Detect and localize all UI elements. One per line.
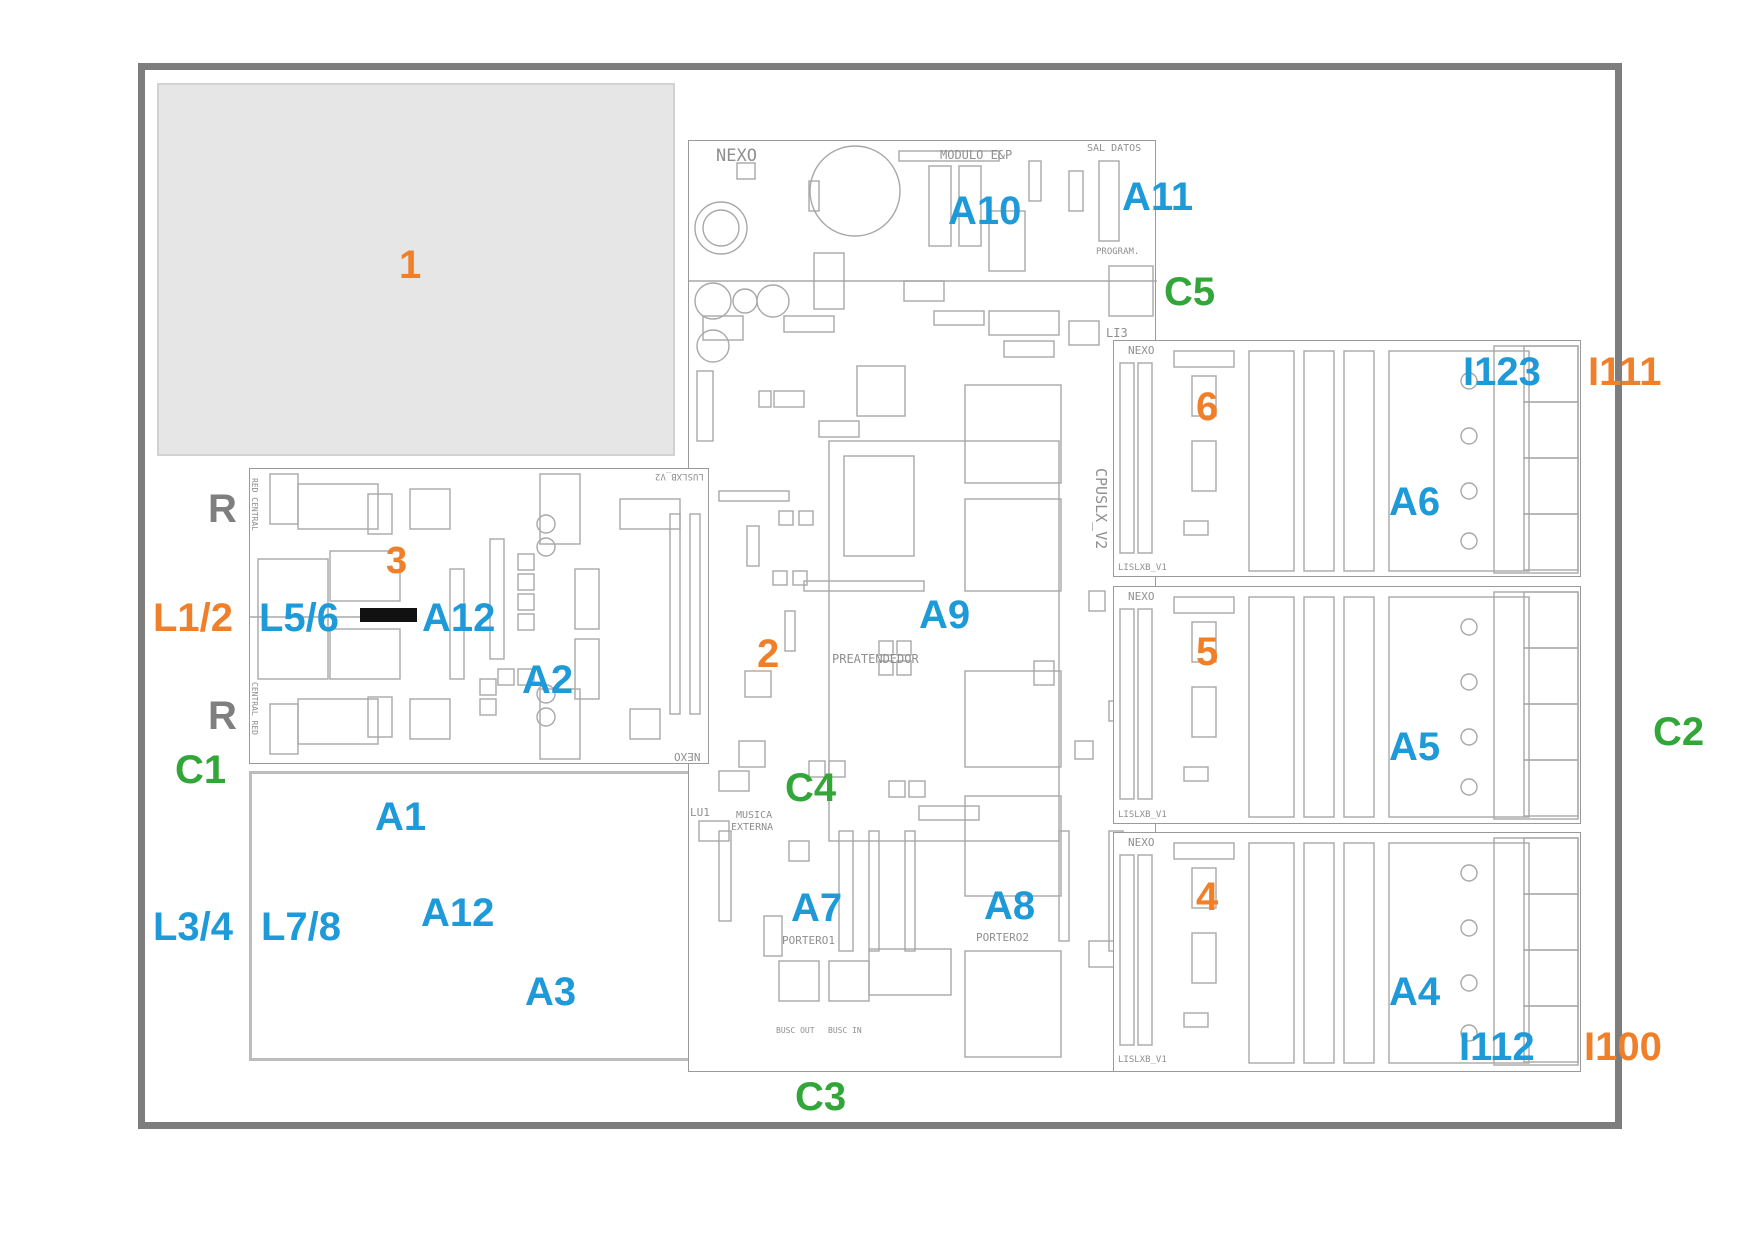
silk-cpu-name: CPUSLX_V2 <box>1092 468 1110 550</box>
silk-lis-board-1: LISLXB_V1 <box>1118 563 1167 573</box>
label-a11: A11 <box>1122 175 1194 219</box>
lis-board-4-traces <box>1119 837 1579 1066</box>
label-a3: A3 <box>525 970 577 1014</box>
cpu-board-traces <box>689 145 1157 1058</box>
silk-left-board-name: LUSLXB_V2 <box>655 471 704 481</box>
label-a12-top: A12 <box>422 596 496 640</box>
module-number-2: 2 <box>757 632 780 676</box>
silk-musica: MUSICA <box>736 810 773 821</box>
label-r-bottom: R <box>208 694 237 738</box>
lis-board-5 <box>1113 586 1581 824</box>
label-a5: A5 <box>1389 725 1441 769</box>
module-number-1: 1 <box>399 243 422 287</box>
silk-lis-nexo-1: NEXO <box>1128 344 1155 357</box>
left-relay-board <box>249 468 709 764</box>
enclosure-frame <box>138 63 1622 1129</box>
silk-red-central: RED CENTRAL <box>250 478 259 531</box>
label-c1: C1 <box>175 748 227 792</box>
label-c2: C2 <box>1653 710 1705 754</box>
silk-nexo-main: NEXO <box>716 146 757 166</box>
module-number-5: 5 <box>1196 630 1219 674</box>
module-number-4: 4 <box>1196 875 1219 919</box>
silk-sal-datos: SAL DATOS <box>1087 143 1142 154</box>
label-i123: I123 <box>1463 350 1541 394</box>
silk-portero1: PORTERO1 <box>782 934 835 947</box>
area-1-block <box>157 83 675 456</box>
label-a7: A7 <box>791 886 843 930</box>
label-i111: I111 <box>1588 350 1662 394</box>
lis-board-6-traces <box>1119 345 1579 574</box>
lis-board-6 <box>1113 340 1581 577</box>
label-a10: A10 <box>948 189 1022 233</box>
silk-lis-board-2: LISLXB_V1 <box>1118 810 1167 820</box>
silk-central-red: CENTRAL RED <box>250 682 259 735</box>
label-i100: I100 <box>1584 1025 1662 1069</box>
silk-busc-in: BUSC IN <box>828 1026 862 1035</box>
silk-externa: EXTERNA <box>731 822 774 833</box>
label-a2: A2 <box>522 658 574 702</box>
label-l78: L7/8 <box>261 905 342 949</box>
label-a9: A9 <box>919 593 971 637</box>
silk-lu1: LU1 <box>690 806 710 819</box>
silk-lis-nexo-2: NEXO <box>1128 590 1155 603</box>
label-l56: L5/6 <box>259 596 340 640</box>
silk-li3: LI3 <box>1106 326 1128 340</box>
connector-bar <box>360 608 417 622</box>
label-a6: A6 <box>1389 480 1441 524</box>
lis-board-4 <box>1113 832 1581 1072</box>
silk-left-board-nexo: NEXO <box>674 750 701 763</box>
label-c4: C4 <box>785 766 837 810</box>
silk-preatendedor: PREATENDEDOR <box>832 652 919 666</box>
label-a8: A8 <box>984 884 1036 928</box>
lis-board-5-traces <box>1119 591 1579 820</box>
silk-program: PROGRAM. <box>1096 247 1140 257</box>
silk-portero2: PORTERO2 <box>976 931 1029 944</box>
label-c3: C3 <box>795 1075 847 1119</box>
silk-lis-board-3: LISLXB_V1 <box>1118 1055 1167 1065</box>
label-a4: A4 <box>1389 970 1441 1014</box>
label-c5: C5 <box>1164 270 1216 314</box>
label-a1: A1 <box>375 795 427 839</box>
silk-lis-nexo-3: NEXO <box>1128 836 1155 849</box>
label-l12: L1/2 <box>153 596 234 640</box>
module-number-3: 3 <box>386 540 408 582</box>
silk-modulo: MODULO E&P <box>940 148 1013 162</box>
module-number-6: 6 <box>1196 385 1219 429</box>
left-board-traces <box>250 473 701 760</box>
label-r-top: R <box>208 487 237 531</box>
label-i112: I112 <box>1459 1025 1535 1069</box>
silk-busc-out: BUSC OUT <box>776 1026 815 1035</box>
label-a12-bottom: A12 <box>421 891 495 935</box>
label-l34: L3/4 <box>153 905 234 949</box>
